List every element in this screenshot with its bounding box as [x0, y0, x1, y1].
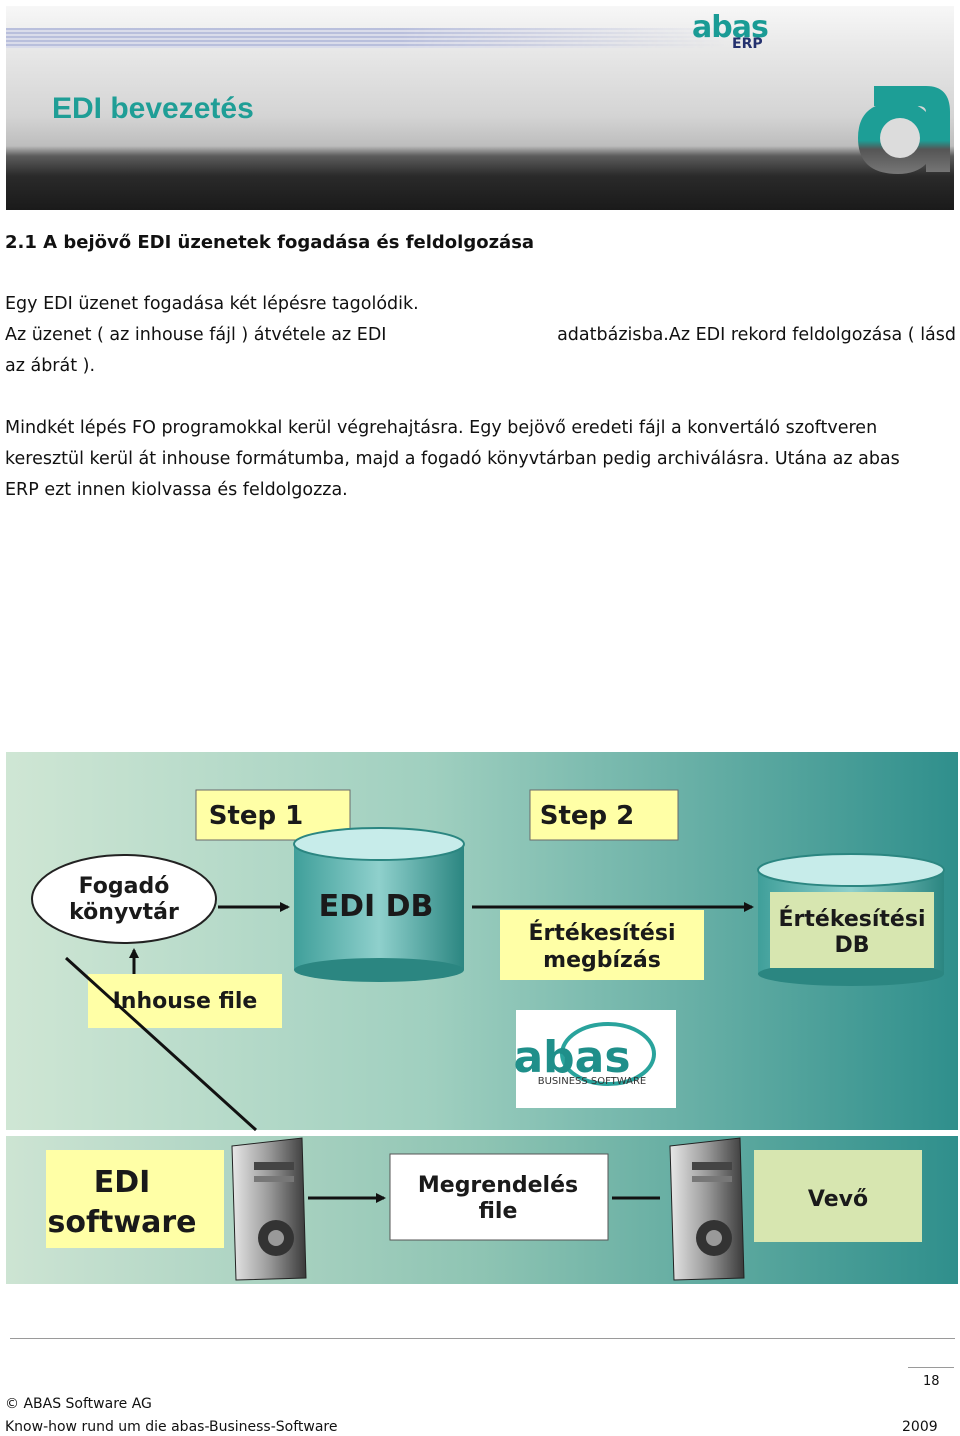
- svg-text:Vevő: Vevő: [808, 1187, 868, 1212]
- diagonal-connector: [64, 956, 258, 1132]
- paragraph1-line2a: Az üzenet ( az inhouse fájl ) átvétele a…: [5, 325, 387, 345]
- svg-text:Inhouse file: Inhouse file: [113, 989, 258, 1014]
- abas-a-emblem: [858, 86, 950, 174]
- paragraph2-line2: keresztül kerül át inhouse formátumba, m…: [5, 449, 900, 469]
- svg-text:megbízás: megbízás: [543, 948, 661, 973]
- server-left-icon: [231, 1137, 307, 1281]
- paragraph2-line3: ERP ezt innen kiolvassa és feldolgozza.: [5, 480, 348, 500]
- header-banner: abas ERP EDI bevezetés: [6, 6, 954, 210]
- svg-text:Fogadó: Fogadó: [79, 874, 170, 899]
- paragraph2-line1: Mindkét lépés FO programokkal kerül végr…: [5, 418, 878, 438]
- edi-flow-diagram: Step 1 Step 2 Fogadó könyvtár EDI DB Ért…: [6, 752, 958, 1284]
- svg-text:könyvtár: könyvtár: [69, 900, 179, 925]
- paragraph1-line3: az ábrát ).: [5, 356, 96, 376]
- svg-text:software: software: [48, 1205, 197, 1240]
- footer-tagline: Know-how rund um die abas-Business-Softw…: [5, 1419, 338, 1435]
- server-right-icon: [669, 1137, 745, 1281]
- page-title: EDI bevezetés: [52, 92, 254, 125]
- svg-text:Step 1: Step 1: [209, 801, 304, 831]
- svg-text:BUSINESS SOFTWARE: BUSINESS SOFTWARE: [538, 1076, 647, 1087]
- svg-text:Értékesítési: Értékesítési: [779, 906, 926, 932]
- header-stripe: [6, 28, 726, 48]
- section-heading: 2.1 A bejövő EDI üzenetek fogadása és fe…: [5, 232, 535, 253]
- step2-label: Step 2: [529, 789, 679, 841]
- fogado-konyvtar-node: Fogadó könyvtár: [31, 854, 217, 944]
- svg-text:Step 2: Step 2: [540, 801, 635, 831]
- ertekesitesi-megbizas-label: Értékesítési megbízás: [500, 910, 704, 980]
- vevo-label: Vevő: [754, 1150, 922, 1242]
- abas-erp-logo: abas ERP: [692, 10, 776, 54]
- svg-text:abas: abas: [513, 1032, 630, 1083]
- ertekesitesi-db-cylinder: Értékesítési DB: [757, 853, 945, 986]
- svg-text:file: file: [479, 1199, 518, 1224]
- paragraph1-line1: Egy EDI üzenet fogadása két lépésre tago…: [5, 294, 419, 314]
- page-number: 18: [923, 1374, 940, 1389]
- abas-business-software-logo: abas BUSINESS SOFTWARE: [513, 1010, 676, 1108]
- edi-db-cylinder: EDI DB: [293, 827, 465, 982]
- svg-text:EDI: EDI: [94, 1165, 151, 1200]
- svg-text:DB: DB: [834, 933, 869, 958]
- logo-erp-text: ERP: [732, 36, 763, 52]
- diagram-divider: [6, 1130, 958, 1136]
- inhouse-file-label: Inhouse file: [88, 974, 282, 1028]
- svg-text:EDI DB: EDI DB: [319, 889, 434, 924]
- footer-divider: [10, 1338, 955, 1339]
- edi-software-label: EDI software: [46, 1150, 224, 1248]
- svg-text:Megrendelés: Megrendelés: [418, 1173, 578, 1198]
- megrendeles-file-label: Megrendelés file: [389, 1153, 609, 1241]
- footer-year: 2009: [902, 1419, 938, 1435]
- svg-text:Értékesítési: Értékesítési: [529, 920, 676, 946]
- paragraph1-line2b: adatbázisba.Az EDI rekord feldolgozása (…: [557, 325, 956, 345]
- logo-abas-text: abas: [692, 10, 769, 45]
- footer-copyright: © ABAS Software AG: [5, 1396, 152, 1412]
- page-number-rule: [908, 1367, 954, 1368]
